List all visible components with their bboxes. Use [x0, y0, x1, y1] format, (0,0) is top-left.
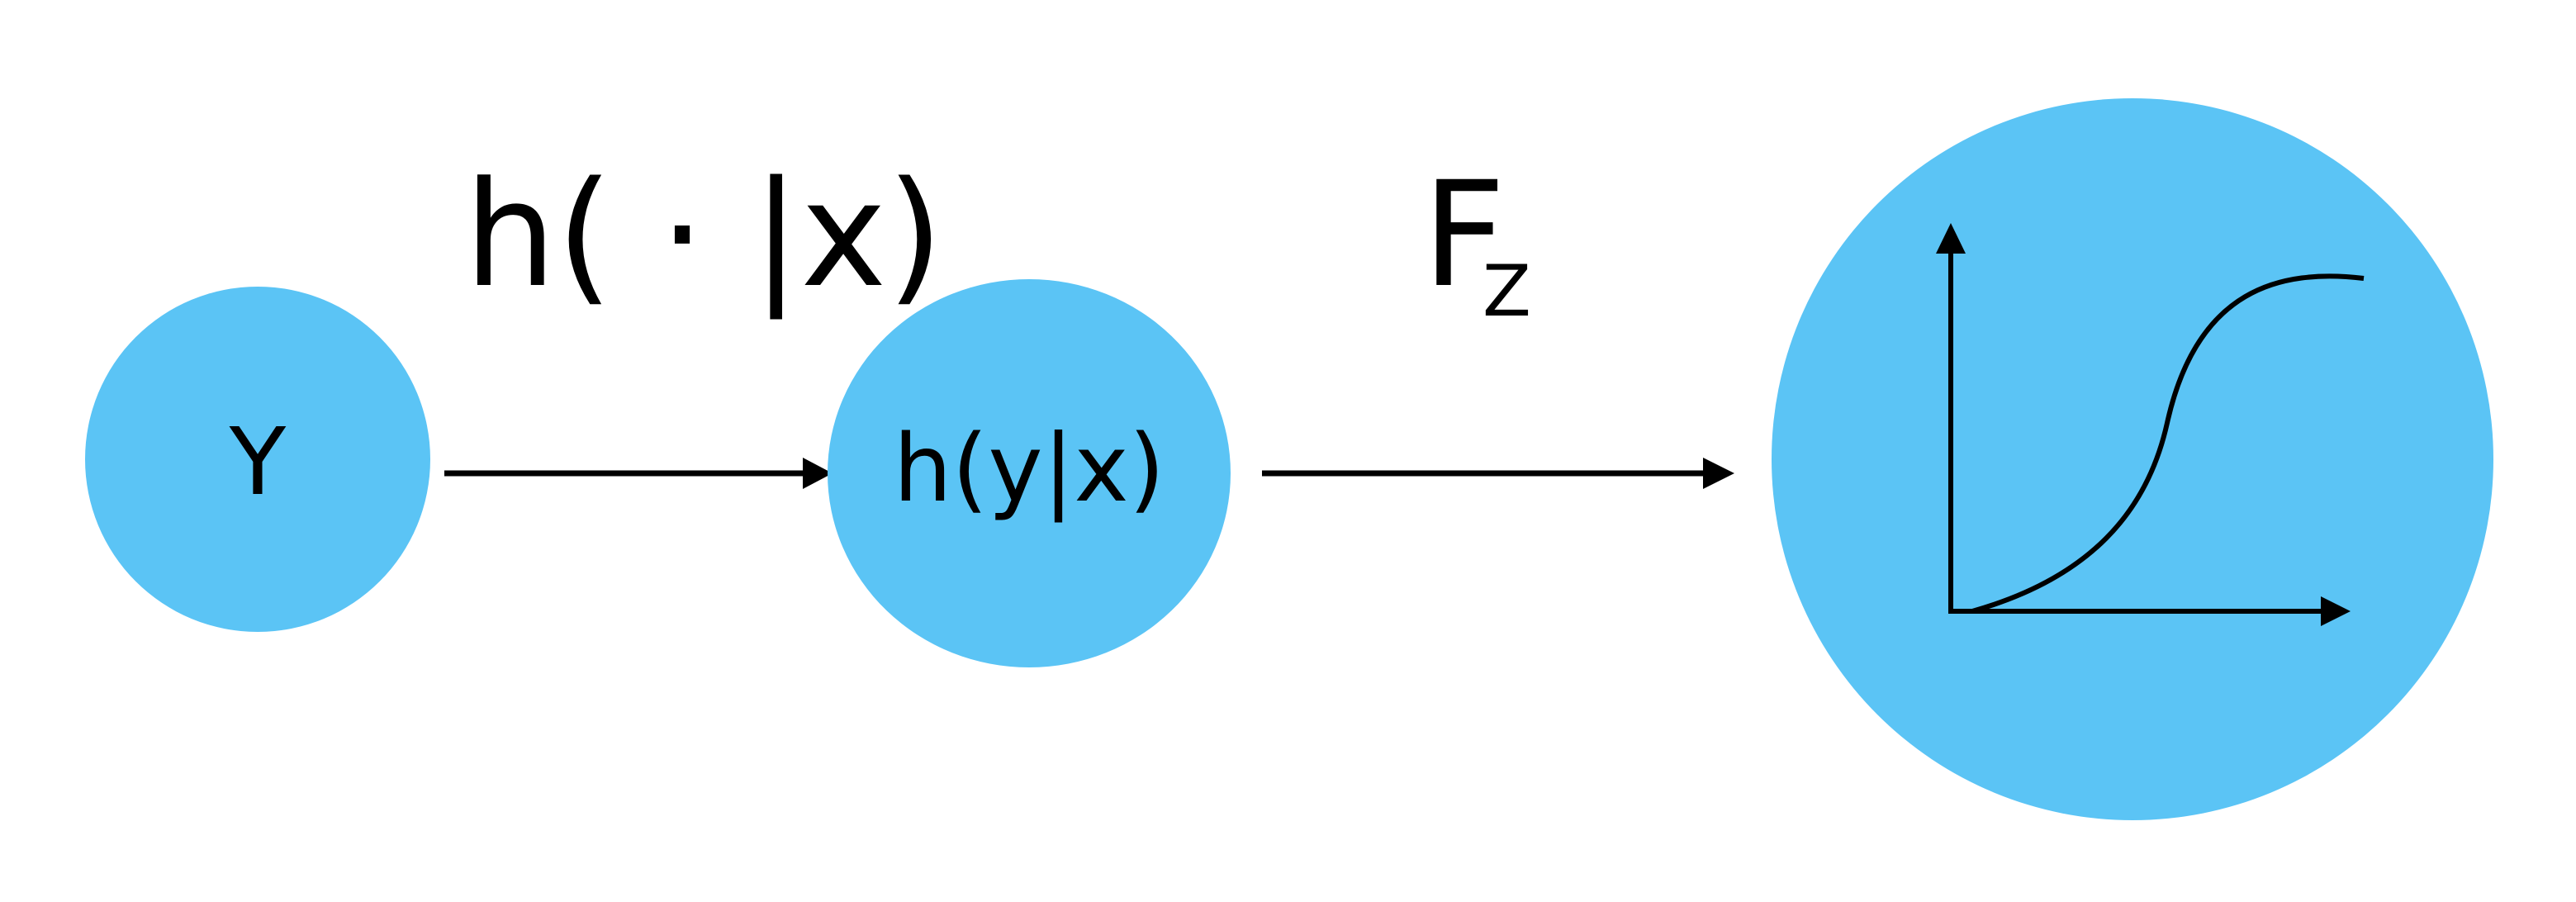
- node-h-ellipse: [828, 279, 1231, 667]
- edge-y-to-h: h( · |x): [444, 150, 943, 489]
- cdf-curve: [1971, 273, 2365, 614]
- node-h: h(y|x): [828, 279, 1231, 667]
- node-y: Y: [85, 287, 430, 632]
- edge-y-to-h-arrowhead: [803, 458, 833, 489]
- edge-h-to-cdf: F Z: [1262, 150, 1734, 489]
- node-y-circle: [85, 287, 430, 632]
- edge-h-to-cdf-subscript: Z: [1483, 250, 1531, 333]
- edge-y-to-h-label: h( · |x): [464, 150, 943, 320]
- node-y-label: Y: [229, 409, 287, 516]
- node-cdf: [1772, 98, 2493, 820]
- cdf-curve-icon: [1936, 223, 2365, 626]
- edge-h-to-cdf-arrowhead: [1703, 458, 1734, 489]
- cdf-x-axis-arrowhead: [2321, 596, 2351, 626]
- node-h-label: h(y|x): [894, 415, 1165, 523]
- cdf-y-axis-arrowhead: [1936, 223, 1966, 254]
- node-cdf-circle: [1772, 98, 2493, 820]
- edge-h-to-cdf-label: F: [1422, 150, 1506, 320]
